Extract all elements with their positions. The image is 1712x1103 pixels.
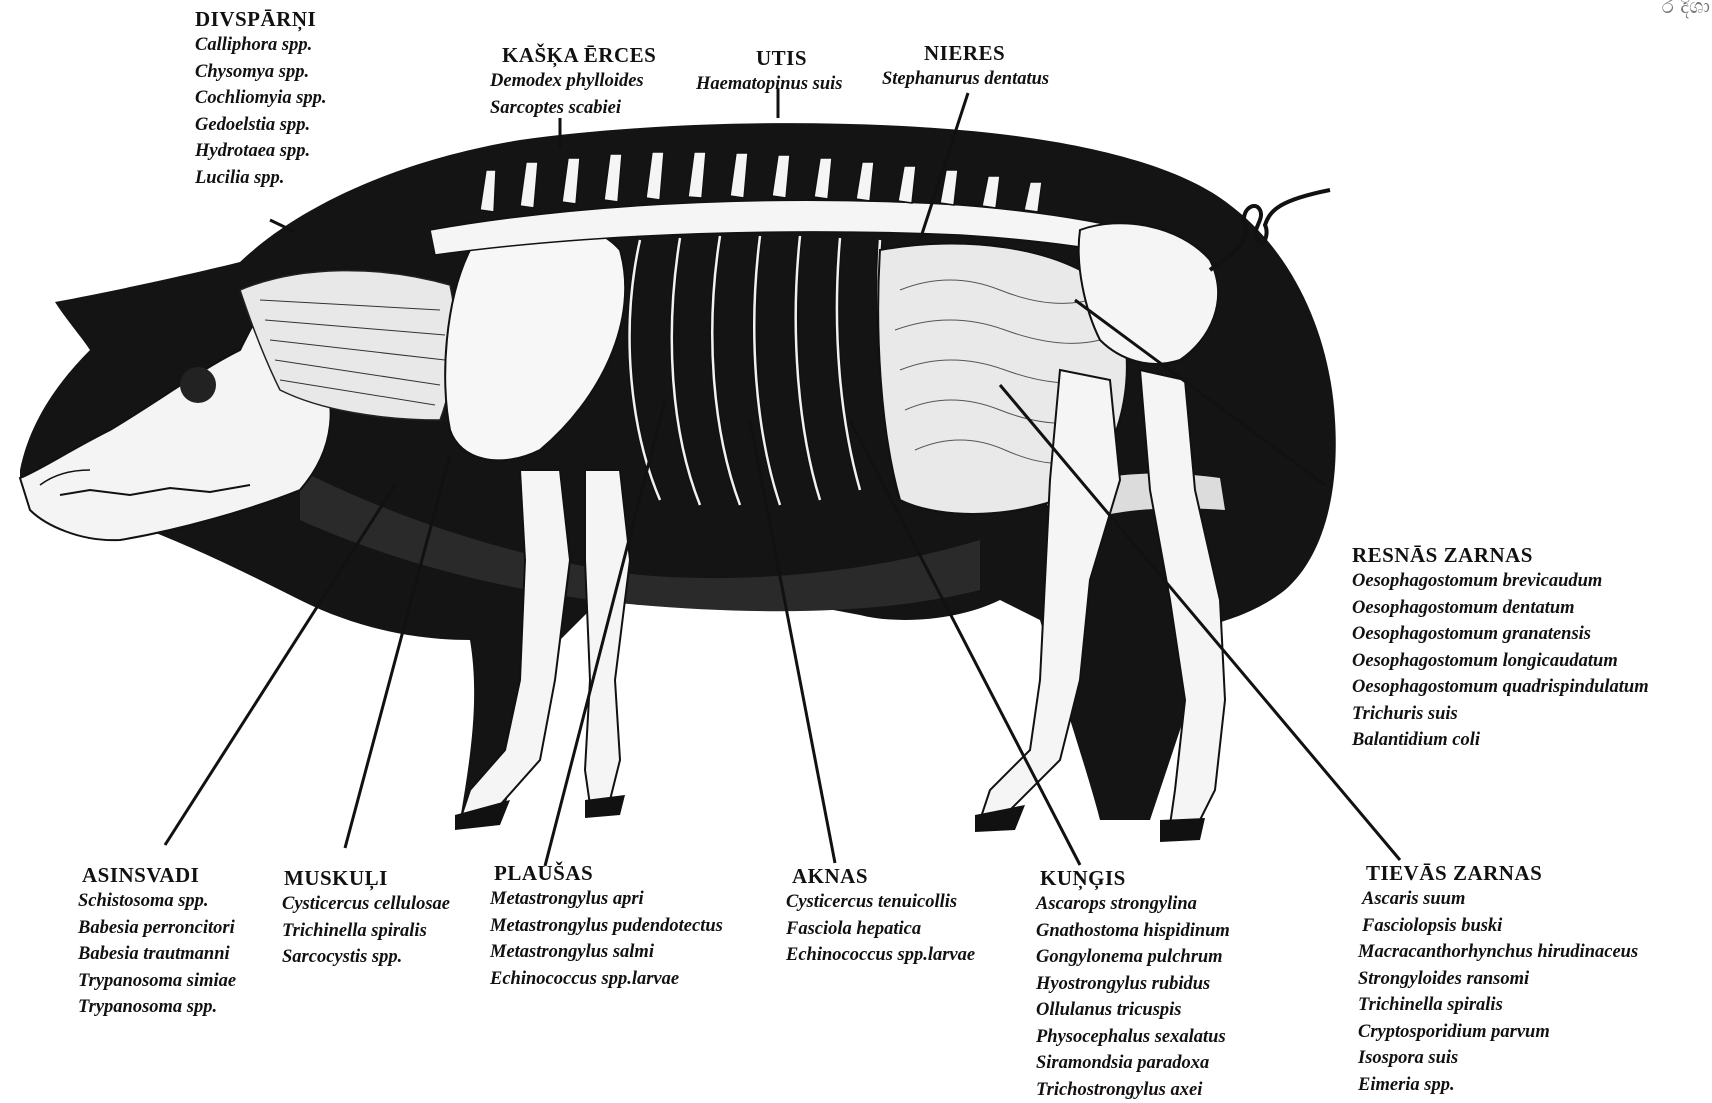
parasite-name: Echinococcus spp.larvae (786, 942, 975, 969)
parasite-list: Stephanurus dentatus (882, 66, 1049, 93)
parasite-name: Echinococcus spp.larvae (490, 966, 723, 993)
parasite-name: Oesophagostomum longicaudatum (1352, 648, 1649, 675)
front-right-leg (585, 470, 630, 805)
group-heading: UTIS (696, 45, 843, 71)
parasite-name: Trichinella spiralis (282, 918, 450, 945)
parasite-name: Oesophagostomum brevicaudum (1352, 568, 1649, 595)
group-heading: RESNĀS ZARNAS (1352, 542, 1649, 568)
parasite-name: Babesia trautmanni (78, 941, 236, 968)
label-group-kaska-erces: KAŠĶA ĒRCES Demodex phylloides Sarcoptes… (490, 42, 656, 121)
parasite-name: Haematopinus suis (696, 71, 843, 98)
label-group-resnas-zarnas: RESNĀS ZARNAS Oesophagostomum brevicaudu… (1352, 542, 1649, 754)
label-group-aknas: AKNAS Cysticercus tenuicollis Fasciola h… (786, 863, 975, 969)
parasite-name: Trichinella spiralis (1358, 992, 1638, 1019)
parasite-list: Metastrongylus apri Metastrongylus puden… (490, 886, 723, 992)
parasite-name: Cryptosporidium parvum (1358, 1019, 1638, 1046)
label-group-asinsvadi: ASINSVADI Schistosoma spp. Babesia perro… (78, 862, 236, 1021)
group-heading: TIEVĀS ZARNAS (1358, 860, 1638, 886)
parasite-name: Sarcoptes scabiei (490, 95, 656, 122)
parasite-name: Fasciola hepatica (786, 916, 975, 943)
group-heading: DIVSPĀRŅI (195, 6, 327, 32)
corner-watermark: ර දිශා (1662, 0, 1710, 18)
parasite-name: Macracanthorhynchus hirudinaceus (1358, 939, 1638, 966)
parasite-name: Trypanosoma spp. (78, 994, 236, 1021)
group-heading: ASINSVADI (78, 862, 236, 888)
parasite-list: Cysticercus tenuicollis Fasciola hepatic… (786, 889, 975, 969)
parasite-name: Eimeria spp. (1358, 1072, 1638, 1099)
label-group-tievas-zarnas: TIEVĀS ZARNAS Ascaris suum Fasciolopsis … (1358, 860, 1638, 1098)
parasite-name: Strongyloides ransomi (1358, 966, 1638, 993)
label-group-muskuli: MUSKUĻI Cysticercus cellulosae Trichinel… (282, 865, 450, 971)
parasite-name: Oesophagostomum quadrispindulatum (1352, 674, 1649, 701)
parasite-name: Physocephalus sexalatus (1036, 1024, 1230, 1051)
parasite-name: Hyostrongylus rubidus (1036, 971, 1230, 998)
parasite-name: Metastrongylus apri (490, 886, 723, 913)
parasite-name: Fasciolopsis buski (1358, 913, 1638, 940)
group-heading: KUŅĢIS (1036, 865, 1230, 891)
label-group-utis: UTIS Haematopinus suis (696, 45, 843, 98)
parasite-name: Siramondsia paradoxa (1036, 1050, 1230, 1077)
parasite-name: Gedoelstia spp. (195, 112, 327, 139)
parasite-name: Ollulanus tricuspis (1036, 997, 1230, 1024)
parasite-list: Demodex phylloides Sarcoptes scabiei (490, 68, 656, 121)
parasite-name: Demodex phylloides (490, 68, 656, 95)
parasite-name: Ascarops strongylina (1036, 891, 1230, 918)
parasite-name: Cysticercus tenuicollis (786, 889, 975, 916)
parasite-name: Metastrongylus salmi (490, 939, 723, 966)
label-group-divsparni: DIVSPĀRŅI Calliphora spp. Chysomya spp. … (195, 6, 327, 191)
group-heading: MUSKUĻI (282, 865, 450, 891)
parasite-list: Ascaris suum Fasciolopsis buski Macracan… (1358, 886, 1638, 1098)
label-group-kungis: KUŅĢIS Ascarops strongylina Gnathostoma … (1036, 865, 1230, 1103)
group-heading: PLAUŠAS (490, 860, 723, 886)
parasite-name: Oesophagostomum granatensis (1352, 621, 1649, 648)
parasite-name: Gongylonema pulchrum (1036, 944, 1230, 971)
parasite-name: Trichuris suis (1352, 701, 1649, 728)
parasite-name: Trichostrongylus axei (1036, 1077, 1230, 1103)
parasite-name: Cochliomyia spp. (195, 85, 327, 112)
parasite-list: Haematopinus suis (696, 71, 843, 98)
parasite-name: Chysomya spp. (195, 59, 327, 86)
group-heading: AKNAS (786, 863, 975, 889)
parasite-name: Schistosoma spp. (78, 888, 236, 915)
parasite-name: Trypanosoma simiae (78, 968, 236, 995)
parasite-name: Lucilia spp. (195, 165, 327, 192)
group-heading: KAŠĶA ĒRCES (490, 42, 656, 68)
label-group-plausas: PLAUŠAS Metastrongylus apri Metastrongyl… (490, 860, 723, 992)
parasite-list: Ascarops strongylina Gnathostoma hispidi… (1036, 891, 1230, 1103)
parasite-name: Ascaris suum (1358, 886, 1638, 913)
parasite-name: Stephanurus dentatus (882, 66, 1049, 93)
parasite-name: Gnathostoma hispidinum (1036, 918, 1230, 945)
group-heading: NIERES (882, 40, 1049, 66)
parasite-list: Calliphora spp. Chysomya spp. Cochliomyi… (195, 32, 327, 191)
parasite-name: Cysticercus cellulosae (282, 891, 450, 918)
parasite-list: Schistosoma spp. Babesia perroncitori Ba… (78, 888, 236, 1021)
parasite-list: Oesophagostomum brevicaudum Oesophagosto… (1352, 568, 1649, 754)
parasite-name: Oesophagostomum dentatum (1352, 595, 1649, 622)
parasite-name: Calliphora spp. (195, 32, 327, 59)
parasite-name: Babesia perroncitori (78, 915, 236, 942)
label-group-nieres: NIERES Stephanurus dentatus (882, 40, 1049, 93)
parasite-name: Isospora suis (1358, 1045, 1638, 1072)
parasite-name: Balantidium coli (1352, 727, 1649, 754)
parasite-name: Hydrotaea spp. (195, 138, 327, 165)
parasite-name: Sarcocystis spp. (282, 944, 450, 971)
parasite-list: Cysticercus cellulosae Trichinella spira… (282, 891, 450, 971)
parasite-name: Metastrongylus pudendotectus (490, 913, 723, 940)
